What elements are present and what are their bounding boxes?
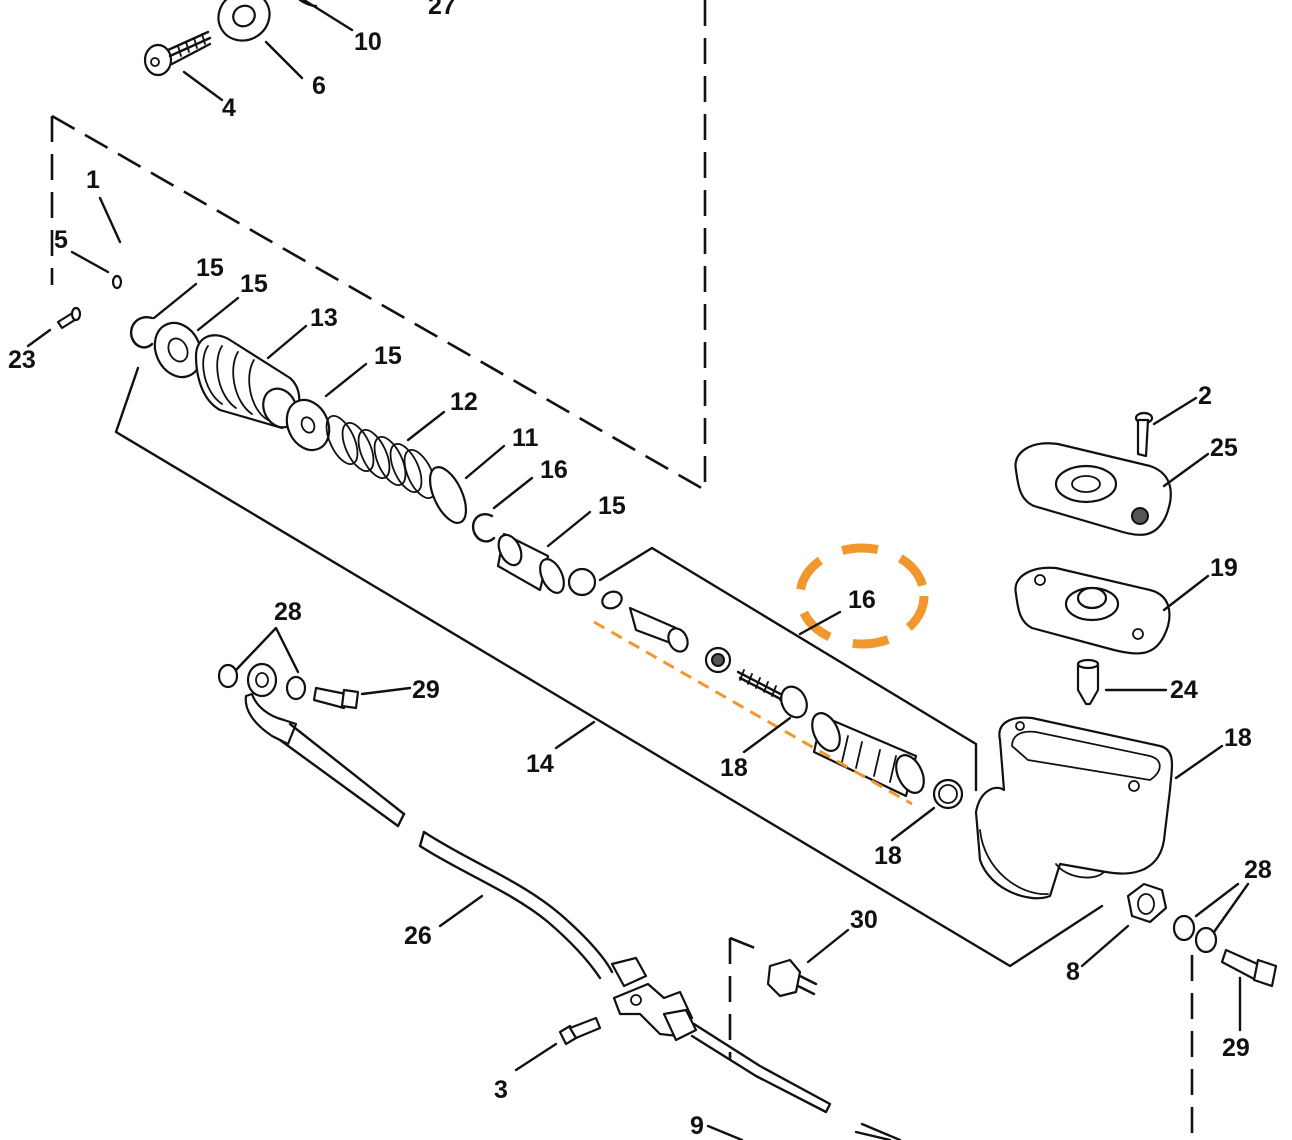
- washer-28-right-b: [1194, 926, 1218, 954]
- reservoir-body-18: [974, 716, 1174, 900]
- callout-8: 8: [1066, 958, 1080, 986]
- washer-28-left-a: [217, 663, 239, 689]
- gasket-19: [1014, 566, 1171, 655]
- nut-8: [1126, 882, 1168, 924]
- washer-15: [153, 321, 203, 379]
- hose-26: [278, 722, 648, 988]
- callout-15-d: 15: [598, 492, 626, 520]
- callout-24: 24: [1170, 676, 1198, 704]
- callout-28-right: 28: [1244, 856, 1272, 884]
- screw-4: [143, 30, 212, 77]
- callout-13: 13: [310, 304, 338, 332]
- callout-labels: 27 10 6 4 1 5 23 15 15 13 15 12 11 16 15…: [8, 0, 1272, 1140]
- washer-15-middle: [285, 398, 331, 452]
- callout-15-a: 15: [196, 254, 224, 282]
- fitting-24: [1076, 658, 1100, 706]
- kit-bracket: [598, 546, 978, 792]
- callout-18-b: 18: [720, 754, 748, 782]
- callout-10: 10: [354, 28, 382, 56]
- screw-3: [558, 1016, 602, 1046]
- retaining-ring-15: [129, 316, 154, 349]
- clip-1: [111, 274, 123, 290]
- assembly-boundary: [50, 0, 1194, 1140]
- callout-30: 30: [850, 906, 878, 934]
- callout-3: 3: [494, 1076, 508, 1104]
- spring-12: [325, 414, 437, 500]
- highlight-circle: [795, 543, 929, 649]
- callout-15-b: 15: [240, 270, 268, 298]
- callout-2: 2: [1198, 382, 1212, 410]
- callout-11: 11: [512, 424, 539, 452]
- callout-9: 9: [690, 1112, 704, 1140]
- washer-6: [217, 0, 271, 42]
- callout-12: 12: [450, 388, 478, 416]
- callout-18-a: 18: [1224, 724, 1252, 752]
- callout-28-left: 28: [274, 598, 302, 626]
- callout-18-c: 18: [874, 842, 902, 870]
- switch-30: [766, 958, 818, 998]
- boot-13: [194, 334, 301, 430]
- callout-15-c: 15: [374, 342, 402, 370]
- assembly-14-bracket: [114, 366, 1104, 968]
- kit-parts: [601, 590, 964, 810]
- callout-6: 6: [312, 72, 326, 100]
- hose-fitting: [612, 982, 902, 1140]
- clip-16: [471, 513, 496, 543]
- bolt-29-left: [312, 686, 360, 710]
- screw-2: [1134, 411, 1154, 458]
- cover-25: [1014, 442, 1172, 536]
- washer-28-left-b: [285, 675, 307, 701]
- washer-28-right-a: [1172, 914, 1196, 942]
- callout-26: 26: [404, 922, 432, 950]
- leader-lines: [26, 0, 1250, 1140]
- callout-19: 19: [1210, 554, 1238, 582]
- pin-23: [56, 306, 82, 330]
- callout-4: 4: [222, 94, 236, 122]
- callout-16-a: 16: [540, 456, 568, 484]
- callout-27: 27: [428, 0, 456, 20]
- ring-11: [428, 466, 468, 524]
- callout-23: 23: [8, 346, 36, 374]
- bolt-29-right: [1220, 948, 1278, 988]
- banjo-fitting: [244, 662, 298, 746]
- callout-5: 5: [54, 226, 68, 254]
- callout-14: 14: [526, 750, 554, 778]
- callout-16-b: 16: [848, 586, 876, 614]
- callout-1: 1: [86, 166, 100, 194]
- callout-29-right: 29: [1222, 1034, 1250, 1062]
- callout-29-left: 29: [412, 676, 440, 704]
- pushrod-15: [496, 532, 597, 597]
- highlight-dashed-line: [593, 620, 913, 806]
- callout-25: 25: [1210, 434, 1238, 462]
